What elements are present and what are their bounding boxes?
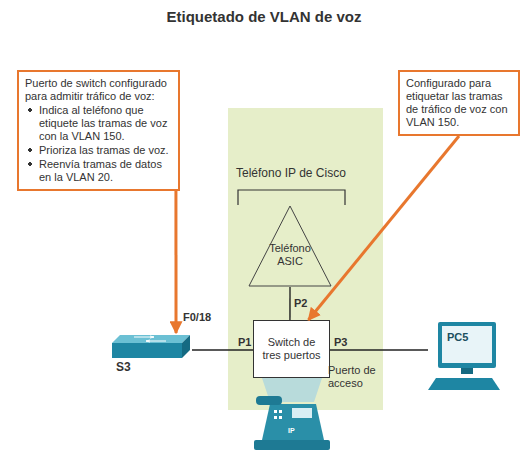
switch-top (112, 335, 190, 343)
pc-icon (428, 318, 502, 392)
node-text: PC5 (447, 331, 468, 343)
node-text: S3 (116, 360, 131, 374)
link-line (330, 349, 428, 350)
port-label: F0/18 (183, 311, 211, 324)
node-text: Teléfono ASIC (263, 242, 317, 268)
bullet-text: Reenvía tramas de datos en la VLAN 20. (25, 158, 172, 184)
callout-arrow (174, 191, 177, 333)
phone-body (262, 404, 324, 440)
switch-box: Switch de tres puertos (253, 320, 330, 378)
phone-band: Teléfono IP de CiscoTeléfono ASIC Switch … (228, 108, 383, 410)
monitor-screen (442, 326, 492, 363)
node-text: Switch de tres puertos (260, 336, 323, 362)
phone-key (274, 416, 277, 419)
switch-node: S3 (108, 333, 192, 373)
phone-logo: IP (288, 427, 295, 435)
phone-bracket (238, 190, 345, 205)
switch-arrows (134, 336, 166, 342)
callout-box: Puerto de switch configurado para admiti… (17, 70, 180, 191)
triangle-shape (249, 206, 331, 286)
diagram-title: Etiquetado de VLAN de voz (0, 8, 528, 25)
pc-node: PC5 (428, 318, 502, 392)
phone-screen (292, 408, 312, 418)
bullet-text: Prioriza las tramas de voz. (25, 144, 172, 157)
phone-base (254, 440, 330, 450)
phone-key (279, 416, 282, 419)
phone-key (274, 410, 277, 413)
phone-key (279, 410, 282, 413)
ip-phone-icon (254, 396, 330, 450)
callout-box: Configurado para etiquetar las tramas de… (398, 70, 520, 136)
monitor-frame (438, 322, 496, 368)
node-text: Configurado para etiquetar las tramas de… (406, 77, 512, 129)
switch-side (182, 335, 190, 358)
node-text: Teléfono IP de Cisco (236, 166, 376, 180)
keyboard (428, 378, 500, 390)
monitor-stand (461, 368, 473, 374)
asic-triangle: Teléfono ASIC (248, 205, 332, 287)
link-line (289, 287, 290, 320)
switch-front (112, 343, 182, 358)
callout-arrow (308, 136, 459, 320)
phone-handset (256, 396, 282, 405)
link-line (192, 349, 253, 350)
bullet-text: Indica al teléfono que etiquete las tram… (25, 104, 172, 143)
node-text: Puerto de switch configurado para admiti… (25, 77, 172, 103)
phone-link-beam (262, 378, 322, 402)
